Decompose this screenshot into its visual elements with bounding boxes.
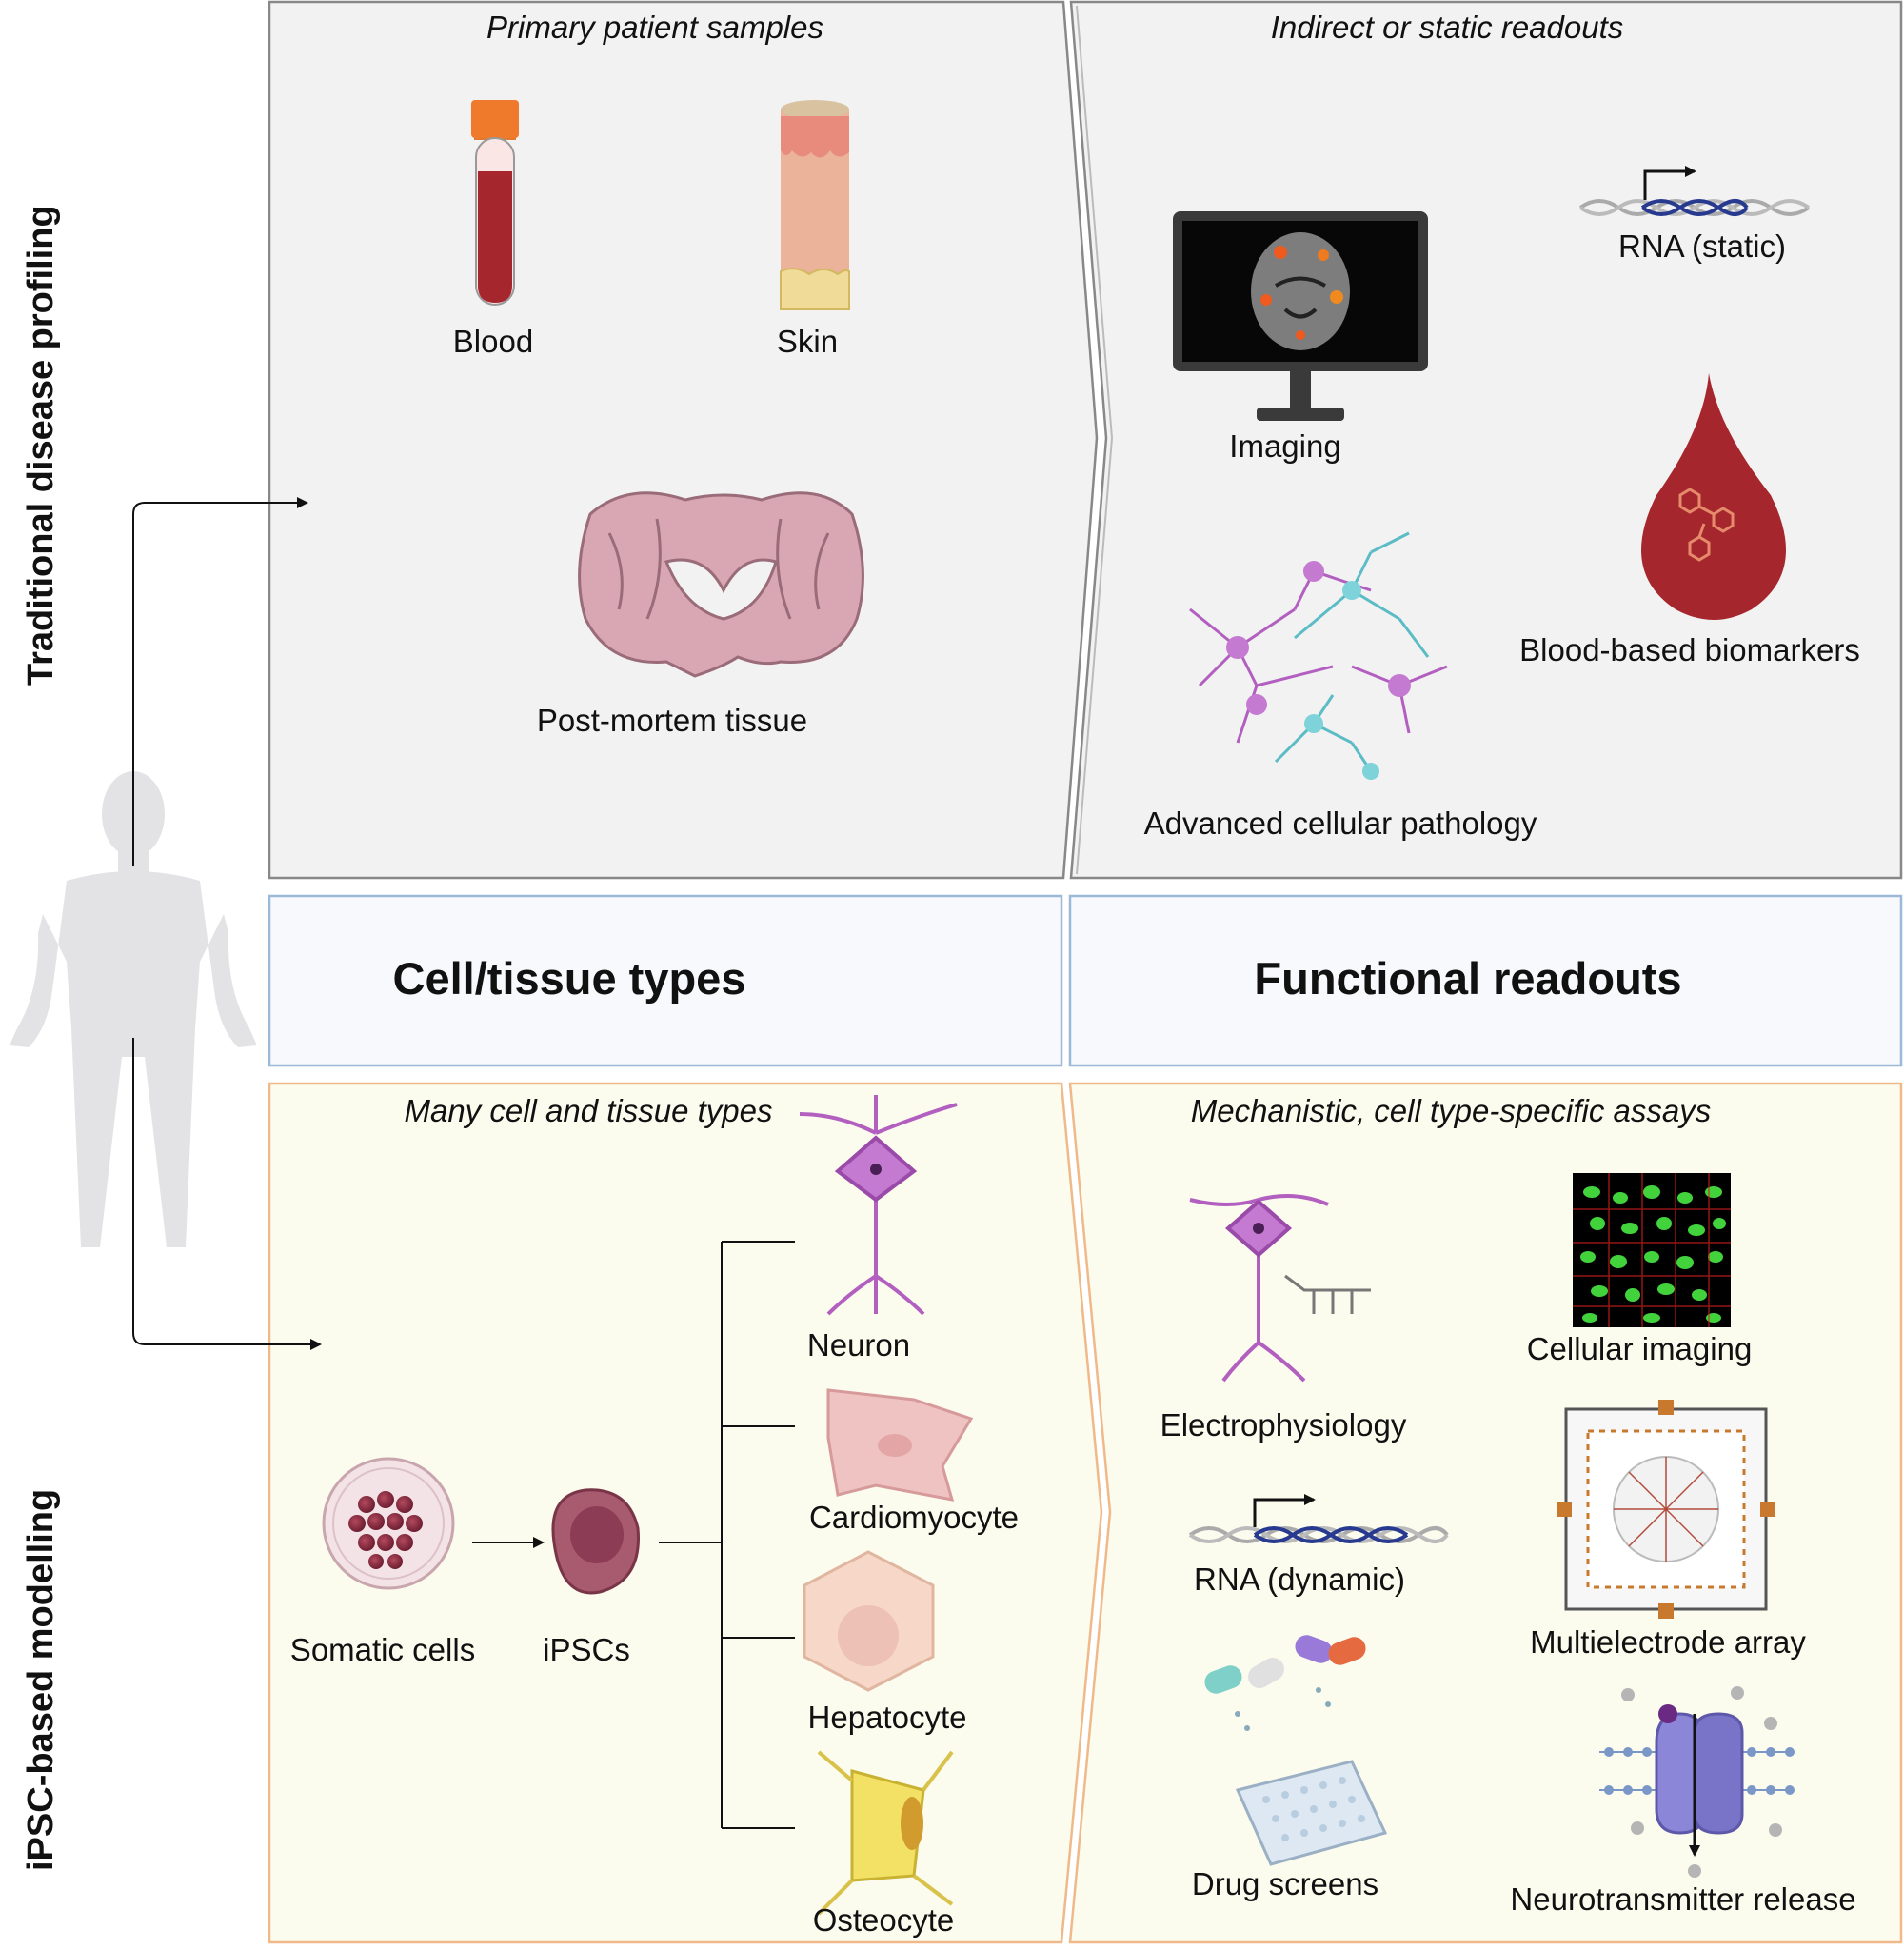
label-cellular-imaging: Cellular imaging	[1526, 1331, 1753, 1366]
fluorescent-cells-icon	[1573, 1173, 1731, 1327]
lineage-bracket	[659, 1241, 795, 1829]
label-cardiomyocyte: Cardiomyocyte	[808, 1500, 1020, 1535]
petri-dish-icon	[322, 1457, 455, 1590]
dna-transcription-icon	[1578, 166, 1811, 216]
static-readouts-panel	[1069, 0, 1903, 880]
side-label-traditional: Traditional disease profiling	[21, 205, 61, 686]
hepatocyte-icon	[803, 1550, 935, 1692]
flow-line-bottom	[132, 1038, 322, 1350]
label-cellular-pathology: Advanced cellular pathology	[1143, 806, 1537, 841]
label-multielectrode-array: Multielectrode array	[1530, 1624, 1806, 1660]
label-blood: Blood	[452, 324, 534, 359]
label-ipscs: iPSCs	[543, 1632, 630, 1667]
blood-drop-icon	[1641, 373, 1786, 620]
label-neurotransmitter-release: Neurotransmitter release	[1510, 1881, 1856, 1917]
functional-readouts-title: Functional readouts	[1254, 953, 1682, 1004]
primary-samples-panel	[268, 0, 1099, 880]
brain-section-icon	[578, 491, 864, 678]
patch-clamp-icon	[1189, 1194, 1371, 1383]
side-label-ipsc: iPSC-based modelling	[21, 1488, 61, 1871]
label-somatic-cells: Somatic cells	[289, 1632, 476, 1667]
neuron-network-icon	[1189, 531, 1448, 780]
dna-dynamic-icon	[1188, 1494, 1449, 1543]
static-readouts-heading: Indirect or static readouts	[1270, 10, 1624, 45]
assays-heading: Mechanistic, cell type-specific assays	[1190, 1093, 1712, 1128]
flow-line-top	[132, 497, 308, 866]
label-electrophysiology: Electrophysiology	[1160, 1407, 1407, 1443]
osteocyte-icon	[817, 1750, 954, 1916]
ion-channel-icon	[1599, 1686, 1795, 1878]
label-skin: Skin	[776, 324, 839, 359]
cell-types-panel	[268, 1082, 1103, 1944]
label-rna-static: RNA (static)	[1617, 229, 1787, 264]
label-rna-dynamic: RNA (dynamic)	[1194, 1562, 1405, 1597]
primary-samples-heading: Primary patient samples	[486, 10, 823, 45]
neuron-icon	[799, 1095, 958, 1316]
mea-chip-icon	[1557, 1400, 1775, 1619]
label-imaging: Imaging	[1229, 428, 1341, 464]
cell-types-heading: Many cell and tissue types	[404, 1093, 773, 1128]
cardiomyocyte-icon	[826, 1388, 974, 1502]
label-hepatocyte: Hepatocyte	[807, 1700, 967, 1735]
label-neuron: Neuron	[806, 1327, 911, 1363]
monitor-brain-scan-icon	[1173, 211, 1428, 421]
skin-biopsy-icon	[780, 100, 850, 310]
ipsc-cell-icon	[551, 1488, 640, 1595]
cell-types-banner	[268, 894, 1063, 1067]
assays-panel	[1068, 1082, 1903, 1944]
label-post-mortem: Post-mortem tissue	[536, 703, 808, 738]
cell-types-title: Cell/tissue types	[392, 953, 746, 1004]
label-blood-biomarkers: Blood-based biomarkers	[1519, 632, 1860, 667]
blood-tube-icon	[471, 100, 519, 306]
label-drug-screens: Drug screens	[1191, 1866, 1379, 1901]
functional-readouts-banner	[1068, 894, 1903, 1067]
drug-plate-icon	[1204, 1635, 1388, 1866]
label-osteocyte: Osteocyte	[812, 1902, 955, 1938]
